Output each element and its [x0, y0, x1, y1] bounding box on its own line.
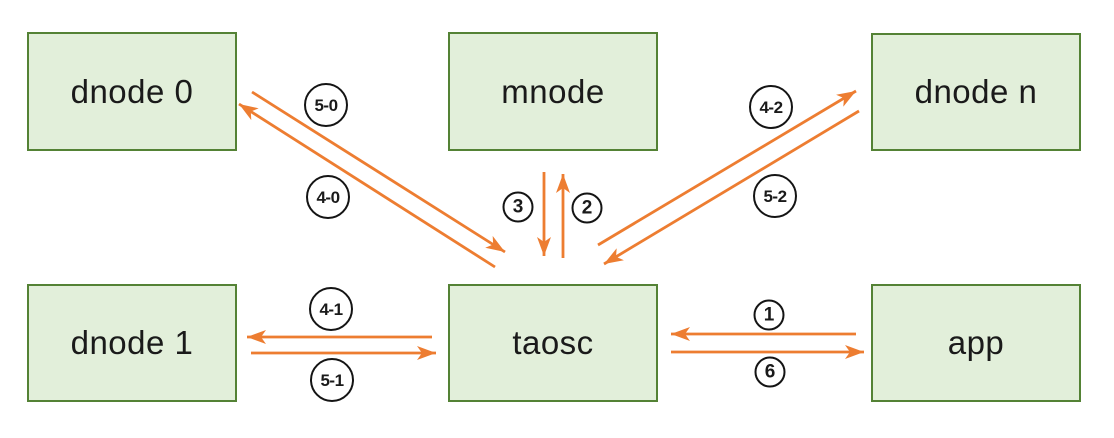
- node-app: app: [871, 284, 1081, 402]
- edge-label-2: 2: [571, 192, 603, 224]
- edge-label-4-2: 4-2: [749, 85, 793, 129]
- edge-label-6: 6: [754, 356, 786, 388]
- edge-label-4-1: 4-1: [309, 287, 353, 331]
- node-dnode-0: dnode 0: [27, 32, 237, 151]
- arrow-4-0: [238, 102, 496, 269]
- edge-label-5-0: 5-0: [304, 83, 348, 127]
- node-mnode: mnode: [448, 32, 658, 151]
- arrow-4-2: [597, 89, 857, 247]
- arrow-5-2: [603, 109, 860, 266]
- arrow-5-0: [251, 90, 506, 254]
- node-taosc: taosc: [448, 284, 658, 402]
- edge-label-4-0: 4-0: [306, 175, 350, 219]
- node-dnode-n: dnode n: [871, 33, 1081, 151]
- edge-label-5-1: 5-1: [310, 358, 354, 402]
- edge-label-5-2: 5-2: [753, 174, 797, 218]
- edge-label-1: 1: [753, 299, 785, 331]
- edge-label-3: 3: [502, 191, 534, 223]
- node-dnode-1: dnode 1: [27, 284, 237, 402]
